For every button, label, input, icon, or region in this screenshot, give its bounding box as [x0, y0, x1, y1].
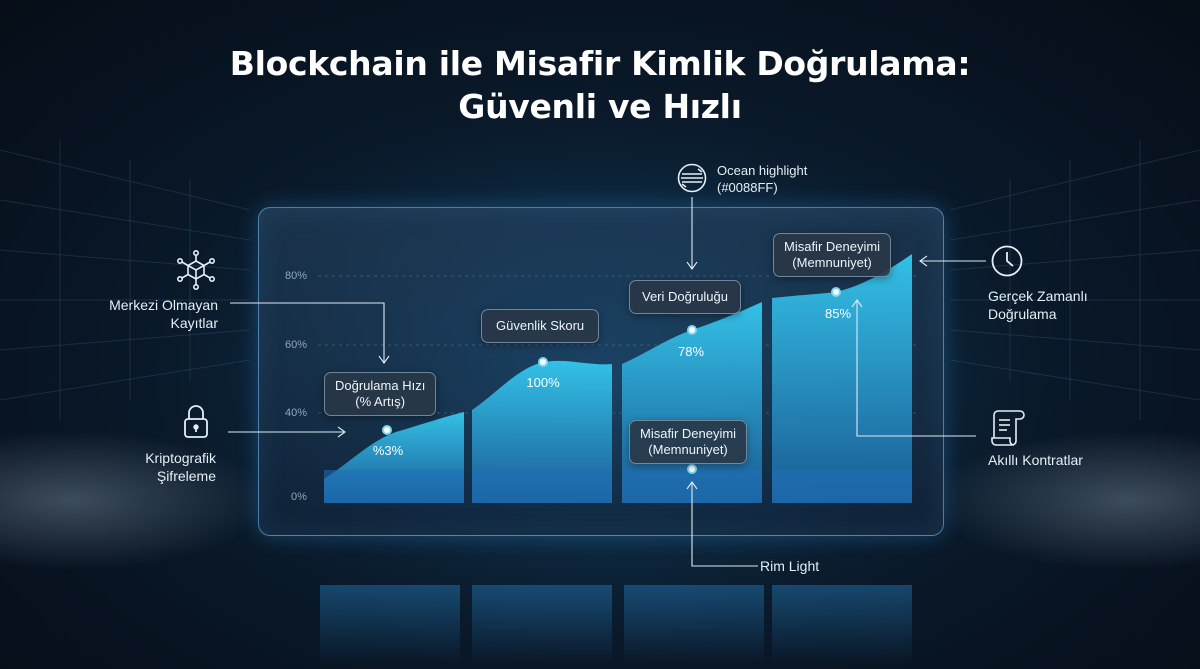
data-point-4: [687, 464, 697, 474]
value-label-3: 85%: [824, 306, 852, 321]
connector-arrow-1: [337, 426, 346, 438]
bubble-dogrulama-hizi: Doğrulama Hızı (% Artış): [324, 372, 437, 416]
title-line-1: Blockchain ile Misafir Kimlik Doğrulama:: [229, 44, 971, 83]
bubble-misafir-deneyimi-text: Misafir Deneyimi (Memnuniyet): [784, 239, 881, 270]
connector-arrow-3: [919, 255, 928, 267]
data-point-0: [382, 425, 392, 435]
connector-arrow-0: [378, 355, 390, 364]
clock-icon: [991, 245, 1023, 277]
ocean-highlight-icon: [677, 163, 707, 193]
value-label-0: %3%: [372, 443, 404, 458]
data-point-2: [687, 325, 697, 335]
area-segment-3: [772, 254, 912, 503]
area-band-0: [324, 470, 464, 503]
connector-arrow-2: [686, 261, 698, 270]
label-kriptografik: Kriptografik Şifreleme: [145, 450, 216, 484]
lock-icon: [184, 405, 208, 438]
connector-line-4: [856, 300, 976, 437]
data-point-1: [538, 357, 548, 367]
y-tick-0: 0%: [291, 491, 307, 503]
connector-line-5: [691, 482, 758, 567]
bubble-veri-dogrulugu-text: Veri Doğruluğu: [642, 289, 728, 304]
bubble-inner-misafir-text: Misafir Deneyimi (Memnuniyet): [640, 426, 737, 457]
y-tick-60: 60%: [285, 339, 308, 351]
connector-arrow-5: [686, 481, 698, 490]
connector-line-0: [230, 302, 385, 362]
label-merkezi: Merkezi Olmayan Kayıtlar: [109, 297, 218, 331]
label-akilli-kontratlar: Akıllı Kontratlar: [988, 452, 1083, 468]
page-title: Blockchain ile Misafir Kimlik Doğrulama:…: [0, 42, 1200, 128]
contract-scroll-icon: [991, 410, 1025, 446]
area-segment-1: [472, 360, 612, 503]
title-line-2: Güvenli ve Hızlı: [458, 87, 742, 126]
value-label-2: 78%: [677, 344, 705, 359]
label-ocean-highlight: Ocean highlight (#0088FF): [717, 163, 808, 195]
connector-arrow-4: [851, 299, 863, 308]
area-band-3: [772, 470, 912, 503]
bubble-guvenlik-skoru: Güvenlik Skoru: [481, 309, 600, 343]
y-tick-80: 80%: [285, 270, 308, 282]
bubble-guvenlik-skoru-text: Güvenlik Skoru: [496, 318, 585, 333]
value-label-1: 100%: [526, 375, 560, 390]
bubble-dogrulama-hizi-text: Doğrulama Hızı (% Artış): [335, 378, 426, 409]
area-band-1: [472, 470, 612, 503]
y-tick-40: 40%: [285, 407, 308, 419]
bubble-veri-dogrulugu: Veri Doğruluğu: [629, 280, 741, 314]
data-point-3: [831, 287, 841, 297]
label-gercek-zamanli: Gerçek Zamanlı Doğrulama: [988, 288, 1088, 322]
label-rim-light: Rim Light: [760, 558, 820, 574]
cube-network-icon: [176, 249, 215, 290]
bubble-inner-misafir: Misafir Deneyimi (Memnuniyet): [629, 420, 748, 464]
bubble-misafir-deneyimi: Misafir Deneyimi (Memnuniyet): [773, 233, 892, 277]
